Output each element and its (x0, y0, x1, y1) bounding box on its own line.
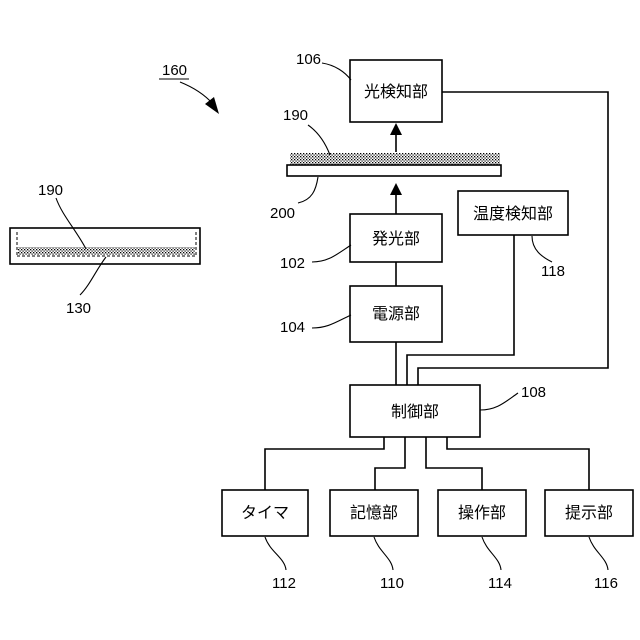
ref-114: 114 (488, 575, 512, 592)
svg-text:提示部: 提示部 (565, 503, 613, 522)
sample-container: 190 130 (10, 182, 200, 317)
timer-block: タイマ 112 (222, 490, 308, 592)
svg-text:操作部: 操作部 (458, 503, 506, 522)
ref-200: 200 (270, 205, 295, 222)
svg-text:光検知部: 光検知部 (364, 82, 428, 101)
svg-text:160: 160 (162, 62, 187, 79)
controller-block: 制御部 108 (350, 384, 546, 437)
operation-block: 操作部 114 (438, 490, 526, 592)
ref-102: 102 (280, 255, 305, 272)
memory-block: 記憶部 110 (330, 490, 418, 592)
arrow-up-icon (390, 183, 402, 195)
temperature-detector-block: 温度検知部 118 (458, 191, 568, 280)
figure-ref-160: 160 (159, 62, 219, 114)
ref-104: 104 (280, 319, 305, 336)
svg-text:タイマ: タイマ (241, 503, 289, 522)
ref-110: 110 (380, 575, 404, 592)
ref-190-film: 190 (283, 107, 308, 124)
ref-112: 112 (272, 575, 296, 592)
ref-130: 130 (66, 300, 91, 317)
svg-text:温度検知部: 温度検知部 (473, 204, 553, 223)
arrow-up-icon (390, 123, 402, 135)
power-supply-block: 電源部 104 (280, 286, 442, 342)
ref-118: 118 (541, 263, 565, 280)
light-emitter-block: 発光部 102 (280, 214, 442, 272)
arrow-icon (205, 97, 219, 114)
display-block: 提示部 116 (545, 490, 633, 592)
ref-190-container: 190 (38, 182, 63, 199)
light-detector-block: 光検知部 106 (296, 51, 442, 122)
ref-106: 106 (296, 51, 321, 68)
ref-116: 116 (594, 575, 618, 592)
ref-108: 108 (521, 384, 546, 401)
svg-text:記憶部: 記憶部 (350, 503, 398, 522)
svg-text:電源部: 電源部 (372, 304, 420, 323)
svg-text:制御部: 制御部 (391, 402, 439, 421)
svg-text:発光部: 発光部 (372, 229, 420, 248)
